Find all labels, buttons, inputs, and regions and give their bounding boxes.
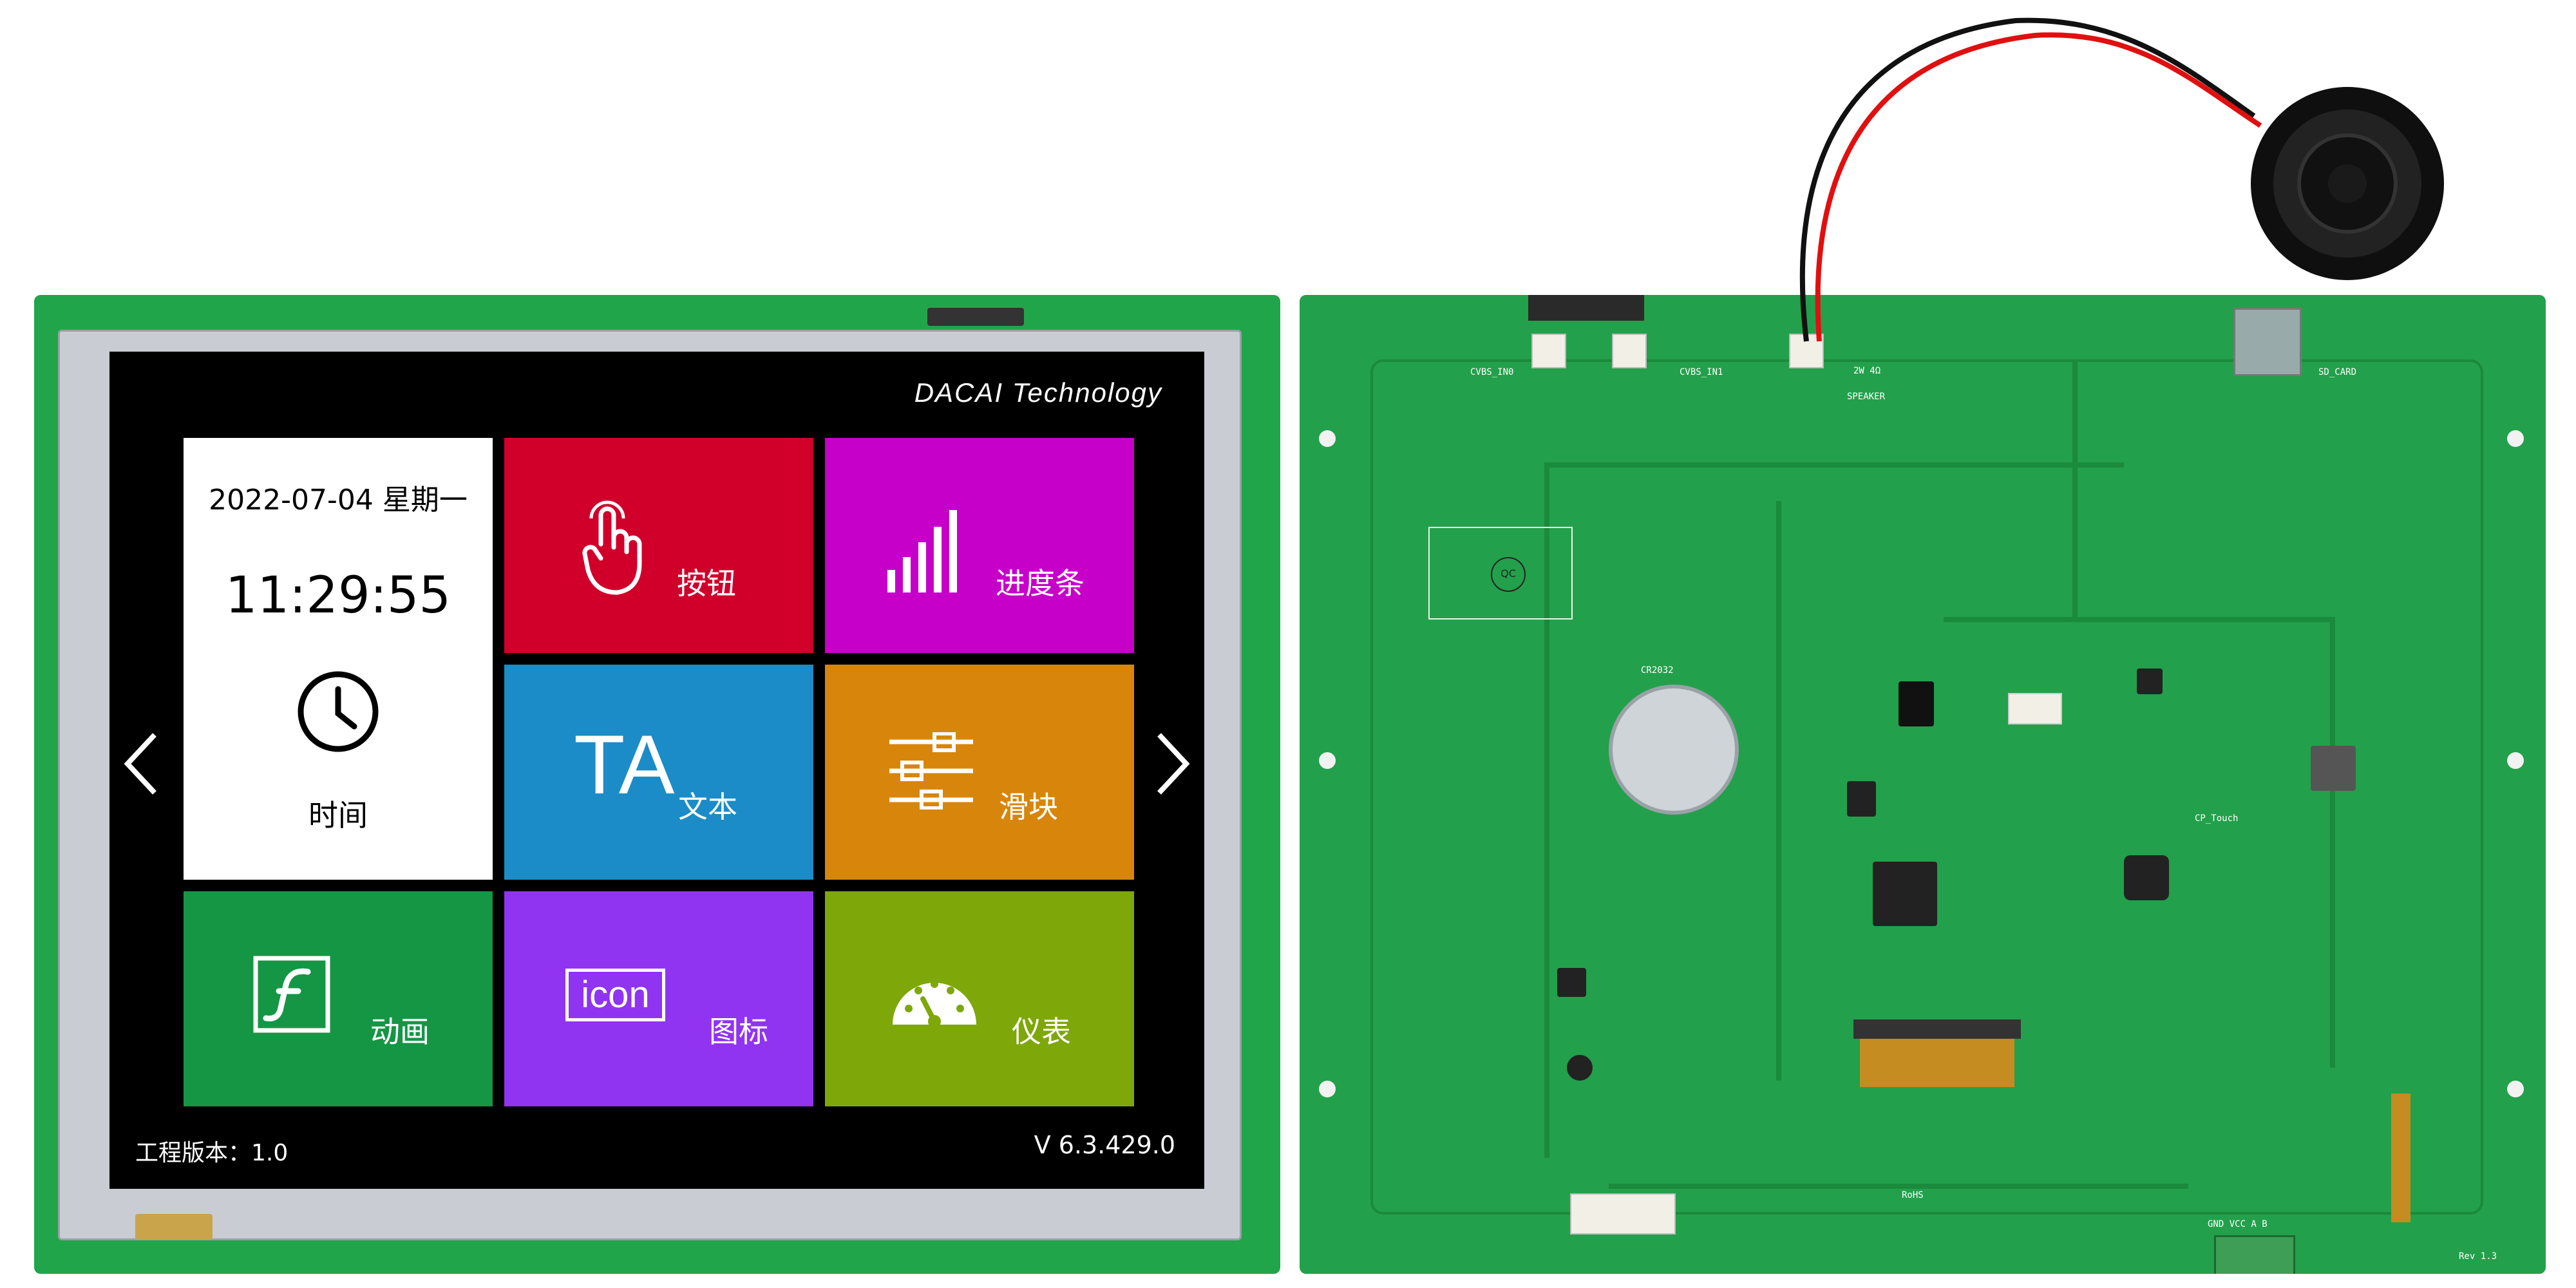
touch-ribbon bbox=[2391, 1094, 2410, 1222]
brand-label: DACAI Technology bbox=[914, 377, 1162, 408]
pcb-outline bbox=[1370, 359, 2483, 1215]
speaker-wires bbox=[1799, 17, 2262, 342]
hmi-screen: DACAI Technology 2022-07-04 星期一 11:29:55… bbox=[109, 352, 1204, 1189]
rohs-label: RoHS bbox=[1902, 1190, 1924, 1200]
ic-chip bbox=[1847, 781, 1876, 817]
mcu-chip bbox=[1873, 862, 1937, 926]
inductor bbox=[1557, 968, 1586, 997]
mounting-hole bbox=[1319, 1081, 1336, 1097]
button-tile-label: 按钮 bbox=[677, 566, 736, 601]
pcb-trace bbox=[1776, 501, 1781, 1081]
bar-level-icon bbox=[887, 510, 957, 592]
power-pins-label: GND VCC A B bbox=[2208, 1219, 2268, 1229]
top-pin-header bbox=[1528, 295, 1644, 321]
icon-badge: icon bbox=[565, 969, 665, 1021]
ic-chip bbox=[2137, 668, 2163, 694]
cp-touch-label: CP_Touch bbox=[2195, 813, 2239, 824]
text-tile-label: 文本 bbox=[678, 790, 737, 824]
gauge-tile-label: 仪表 bbox=[1012, 1014, 1071, 1049]
text-tile[interactable]: TA 文本 bbox=[504, 665, 813, 880]
progress-tile-label: 进度条 bbox=[996, 566, 1084, 601]
pcb-trace bbox=[1544, 462, 2124, 468]
mounting-hole bbox=[1319, 430, 1336, 447]
text-icon: TA bbox=[574, 717, 675, 811]
icon-tile[interactable]: icon 图标 bbox=[504, 891, 813, 1106]
slider-icon bbox=[889, 732, 973, 810]
qc-stamp: QC bbox=[1491, 557, 1526, 592]
touch-flex-connector bbox=[135, 1214, 213, 1240]
bottom-header bbox=[1570, 1193, 1676, 1235]
buzzer bbox=[2124, 855, 2169, 900]
date-text: 2022-07-04 星期一 bbox=[209, 484, 468, 516]
clock-icon bbox=[298, 671, 379, 752]
animation-tile[interactable]: 动画 bbox=[184, 891, 493, 1106]
mounting-hole bbox=[2507, 430, 2524, 447]
revision-label: Rev 1.3 bbox=[2459, 1251, 2497, 1262]
time-tile[interactable]: 2022-07-04 星期一 11:29:55 时间 bbox=[184, 438, 493, 880]
gauge-tile[interactable]: 仪表 bbox=[825, 891, 1134, 1106]
qc-box: QC bbox=[1428, 527, 1573, 620]
power-terminal bbox=[2214, 1235, 2295, 1274]
pcb-back-board: CVBS_IN0 CVBS_IN1 2W 4Ω SPEAKER SD_CARD … bbox=[1300, 295, 2546, 1274]
mounting-hole bbox=[1319, 752, 1336, 769]
progress-tile[interactable]: 进度条 bbox=[825, 438, 1134, 653]
battery-cable-connector bbox=[2008, 693, 2062, 724]
top-header-connector bbox=[927, 308, 1024, 326]
chevron-right-icon[interactable] bbox=[1153, 732, 1191, 796]
sd-card-label: SD_CARD bbox=[2318, 367, 2357, 377]
speaker-spec-label: 2W 4Ω bbox=[1853, 366, 1881, 376]
icon-tile-label: 图标 bbox=[709, 1014, 768, 1049]
pcb-trace bbox=[1544, 462, 1549, 1158]
slider-tile[interactable]: 滑块 bbox=[825, 665, 1134, 880]
fpc-ribbon bbox=[1860, 1039, 2014, 1087]
project-version: 工程版本：1.0 bbox=[135, 1140, 289, 1166]
clock-text: 11:29:55 bbox=[225, 567, 451, 625]
shield-pad bbox=[2311, 746, 2356, 791]
sd-card-slot bbox=[2233, 308, 2302, 376]
pcb-trace bbox=[2330, 617, 2335, 1068]
button-tile[interactable]: 按钮 bbox=[504, 438, 813, 653]
cable-clamp bbox=[1899, 681, 1934, 726]
hand-pointer-icon bbox=[582, 500, 642, 595]
cvbs0-connector bbox=[1531, 334, 1566, 368]
mounting-hole bbox=[2507, 1081, 2524, 1097]
coin-cell-holder bbox=[1609, 685, 1739, 815]
fpc-connector bbox=[1853, 1019, 2021, 1039]
animation-tile-label: 动画 bbox=[370, 1014, 430, 1049]
pcb-trace bbox=[1944, 617, 2330, 622]
firmware-version: V 6.3.429.0 bbox=[1034, 1131, 1175, 1159]
cvbs1-label: CVBS_IN1 bbox=[1680, 367, 1723, 377]
slider-tile-label: 滑块 bbox=[999, 790, 1058, 824]
pcb-trace bbox=[1609, 1184, 2188, 1189]
battery-label: CR2032 bbox=[1641, 665, 1674, 676]
time-tile-label: 时间 bbox=[308, 798, 368, 833]
capacitor bbox=[1567, 1055, 1593, 1081]
chevron-left-icon[interactable] bbox=[122, 732, 161, 796]
speaker-label: SPEAKER bbox=[1847, 392, 1886, 402]
cvbs1-connector bbox=[1612, 334, 1647, 368]
cvbs0-label: CVBS_IN0 bbox=[1470, 367, 1514, 377]
speaker-icon bbox=[2251, 87, 2444, 280]
mounting-hole bbox=[2507, 752, 2524, 769]
flash-icon bbox=[253, 956, 330, 1033]
gauge-icon bbox=[893, 980, 976, 1028]
pcb-trace bbox=[2072, 359, 2078, 617]
